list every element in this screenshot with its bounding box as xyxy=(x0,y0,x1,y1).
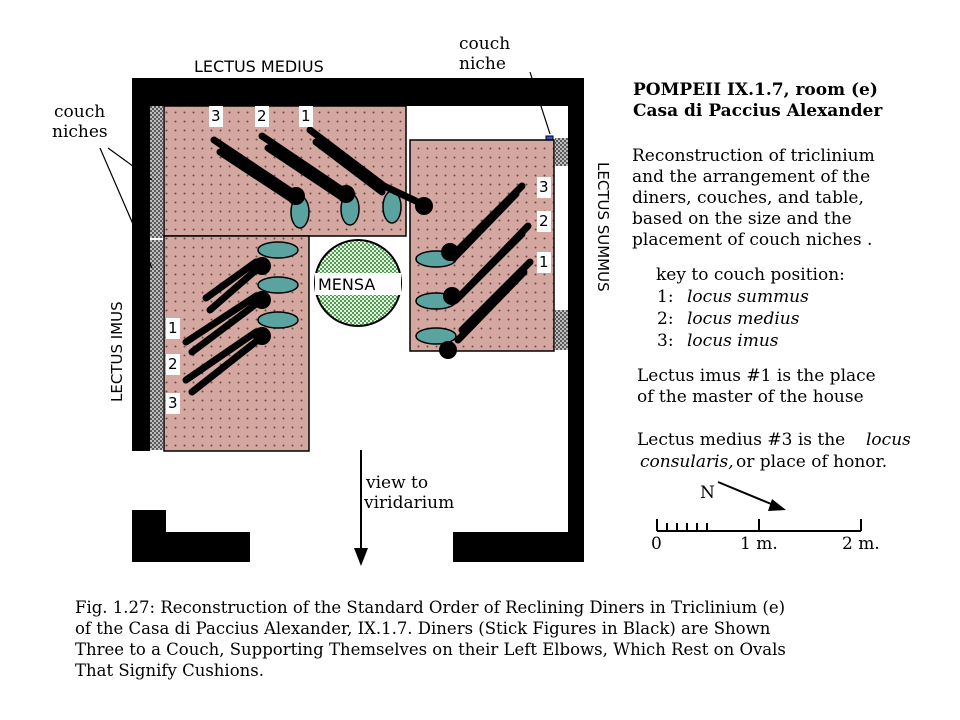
key-num: 3: xyxy=(657,331,674,351)
key-name: locus summus xyxy=(687,287,809,307)
scale-tick-label: 1 m. xyxy=(740,534,778,554)
diner-medius-2 xyxy=(258,132,355,203)
key-title: key to couch position: xyxy=(656,265,845,285)
position-number: 1 xyxy=(537,252,551,273)
scale-bar xyxy=(656,519,862,532)
position-number: 3 xyxy=(166,393,180,414)
medius-note-1a: Lectus medius #3 is the xyxy=(637,430,846,450)
label-view-1: view to xyxy=(366,473,429,493)
mensa-label-bg xyxy=(315,273,401,295)
info-desc-line: diners, couches, and table, xyxy=(632,188,864,208)
diner-imus-1 xyxy=(182,291,271,356)
label-couch-niches-2: niches xyxy=(52,122,108,142)
key-name: locus imus xyxy=(687,331,779,351)
info-title-2: Casa di Paccius Alexander xyxy=(633,101,883,121)
caption-line: Fig. 1.27: Reconstruction of the Standar… xyxy=(75,598,786,617)
key-num: 2: xyxy=(657,309,674,329)
caption-line: of the Casa di Paccius Alexander, IX.1.7… xyxy=(75,619,771,638)
info-desc-line: based on the size and the xyxy=(632,209,852,229)
diner-imus-3 xyxy=(202,257,271,314)
diner-summus-1 xyxy=(439,258,534,359)
label-lectus-imus: LECTUS IMUS xyxy=(108,301,126,402)
label-couch-niche-1: couch xyxy=(459,34,511,54)
left-wall xyxy=(132,78,150,451)
diner-imus-2 xyxy=(182,327,271,396)
imus-note-2: of the master of the house xyxy=(637,387,864,407)
label-view-2: viridarium xyxy=(364,493,455,513)
label-lectus-medius: LECTUS MEDIUS xyxy=(194,57,324,76)
top-wall xyxy=(132,78,580,106)
scale-tick-label: 2 m. xyxy=(842,534,880,554)
label-lectus-summus: LECTUS SUMMUS xyxy=(594,162,612,292)
diner-medius-3 xyxy=(210,136,305,205)
position-number: 3 xyxy=(537,177,551,198)
info-desc-line: and the arrangement of the xyxy=(632,167,871,187)
label-couch-niches-1: couch xyxy=(54,102,106,122)
scale-tick-label: 0 xyxy=(651,534,662,554)
cushion xyxy=(257,311,299,329)
diner-summus-3 xyxy=(441,182,526,262)
key-name: locus medius xyxy=(687,309,800,329)
niche-right-lower xyxy=(555,310,568,350)
info-desc-line: placement of couch niches . xyxy=(632,230,873,250)
position-number: 1 xyxy=(299,106,313,127)
position-number: 3 xyxy=(209,106,223,127)
viridarium-arrow xyxy=(354,450,368,566)
info-title-1: POMPEII IX.1.7, room (e) xyxy=(633,80,878,100)
diner-medius-1 xyxy=(306,126,433,215)
niche-left-upper xyxy=(150,106,163,238)
caption-line: That Signify Cushions. xyxy=(75,661,264,680)
label-mensa: MENSA xyxy=(318,275,376,294)
cushion xyxy=(257,276,299,294)
niche-right-upper xyxy=(555,138,568,166)
position-number: 1 xyxy=(166,318,180,339)
key-num: 1: xyxy=(657,287,674,307)
medius-note-2b: or place of honor. xyxy=(736,452,888,472)
imus-note-1: Lectus imus #1 is the place xyxy=(637,366,876,386)
medius-note-1b: locus xyxy=(866,430,911,450)
position-number: 2 xyxy=(166,354,180,375)
compass-label: N xyxy=(700,483,715,503)
info-desc-line: Reconstruction of triclinium xyxy=(632,146,875,166)
medius-note-2a: consularis, xyxy=(640,452,734,472)
niche-left-lower xyxy=(150,240,163,450)
label-couch-niche-2: niche xyxy=(459,54,506,74)
north-arrow xyxy=(717,481,786,511)
walls xyxy=(132,78,584,562)
right-wall xyxy=(568,78,584,562)
pointer-lines xyxy=(99,71,551,269)
diner-summus-2 xyxy=(443,222,532,305)
caption-line: Three to a Couch, Supporting Themselves … xyxy=(75,640,786,659)
cushion xyxy=(257,241,299,259)
left-wall-stub xyxy=(132,510,166,562)
bottom-right-wall xyxy=(453,532,584,562)
cushions xyxy=(257,190,457,345)
cushion xyxy=(415,327,457,345)
position-number: 2 xyxy=(255,106,269,127)
diners xyxy=(182,126,534,396)
position-number: 2 xyxy=(537,211,551,232)
